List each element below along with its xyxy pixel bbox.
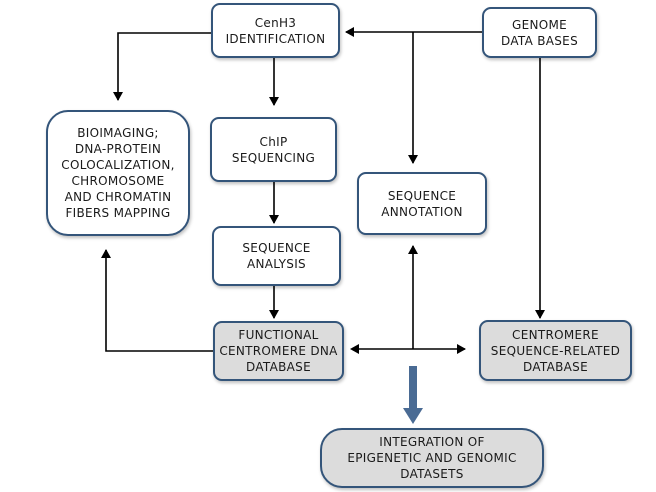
chip-sequencing-label: ChIP SEQUENCING [231, 134, 316, 165]
cenh3-identification-label: CenH3 IDENTIFICATION [225, 15, 326, 46]
centromere-sequence-db-label: CENTROMERE SEQUENCE-RELATED DATABASE [490, 327, 621, 374]
chip-sequencing-box: ChIP SEQUENCING [210, 117, 337, 182]
sequence-analysis-box: SEQUENCE ANALYSIS [212, 226, 341, 286]
cenh3-identification-box: CenH3 IDENTIFICATION [211, 3, 340, 58]
genome-databases-box: GENOME DATA BASES [482, 7, 597, 58]
functional-centromere-db-label: FUNCTIONAL CENTROMERE DNA DATABASE [219, 328, 338, 374]
arrow-cenh3-to-bioimaging [113, 32, 212, 101]
bioimaging-label: BIOIMAGING; DNA-PROTEIN COLOCALIZATION, … [61, 126, 175, 220]
big-down-arrow-icon [403, 366, 423, 424]
functional-centromere-db-box: FUNCTIONAL CENTROMERE DNA DATABASE [213, 321, 344, 381]
sequence-annotation-box: SEQUENCE ANNOTATION [357, 172, 487, 235]
integration-datasets-label: INTEGRATION OF EPIGENETIC AND GENOMIC DA… [347, 435, 517, 481]
arrow-functional-db-to-bioimaging [101, 249, 214, 352]
sequence-annotation-label: SEQUENCE ANNOTATION [381, 188, 463, 219]
sequence-analysis-label: SEQUENCE ANALYSIS [242, 241, 311, 271]
bioimaging-box: BIOIMAGING; DNA-PROTEIN COLOCALIZATION, … [46, 110, 190, 236]
integration-datasets-box: INTEGRATION OF EPIGENETIC AND GENOMIC DA… [320, 428, 544, 488]
genome-databases-label: GENOME DATA BASES [501, 17, 578, 48]
centromere-sequence-db-box: CENTROMERE SEQUENCE-RELATED DATABASE [479, 320, 632, 381]
